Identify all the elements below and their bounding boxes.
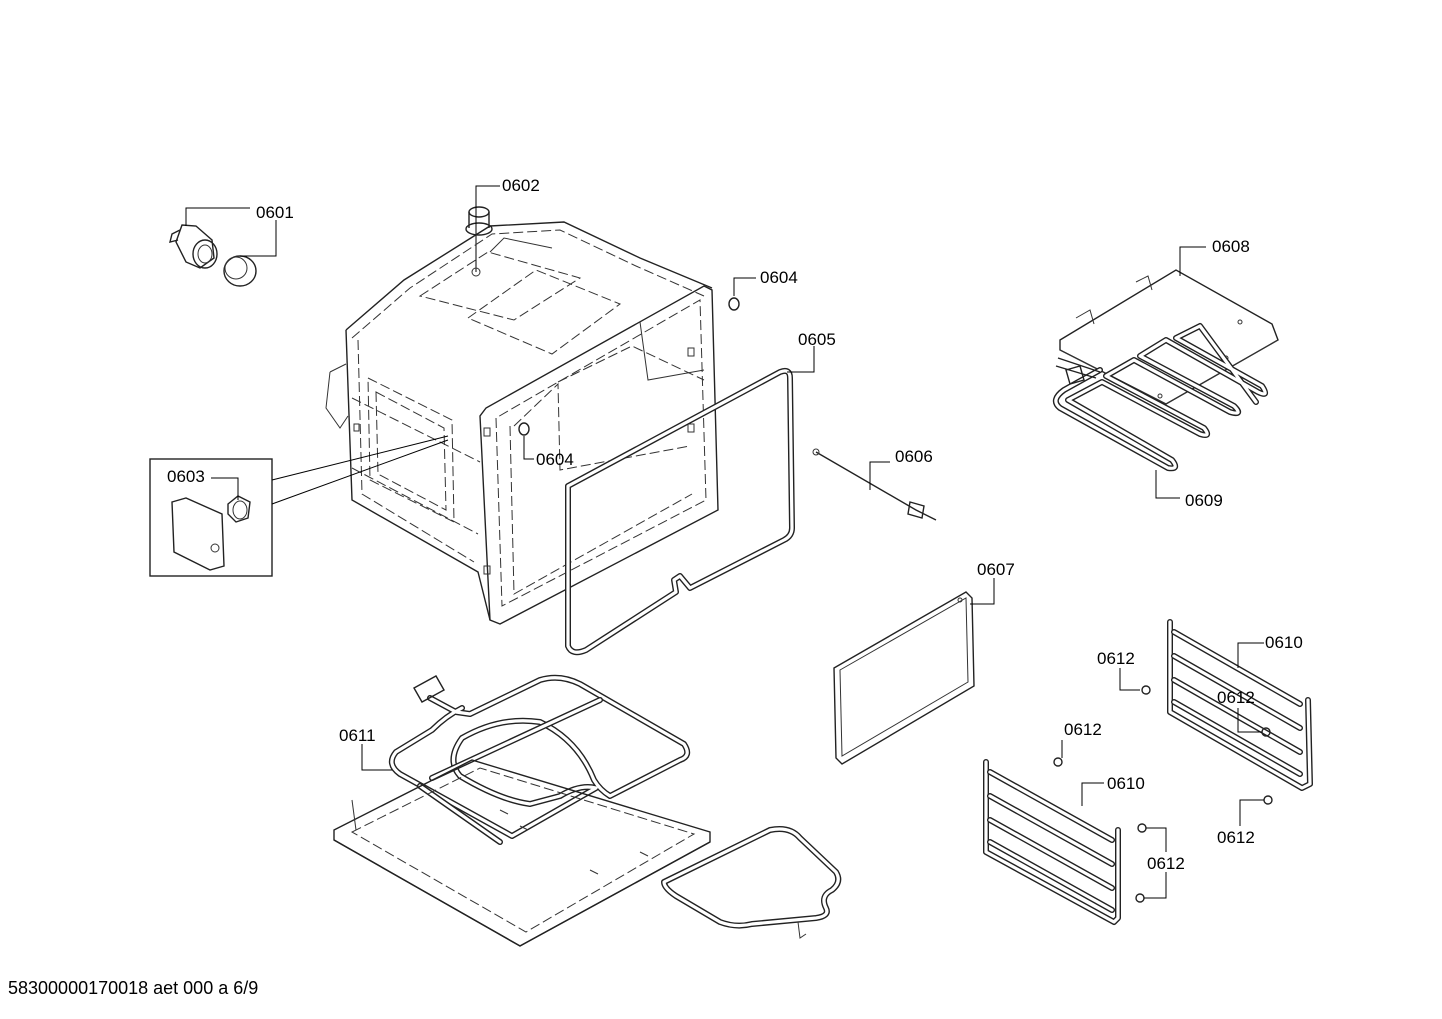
label-0604-front: 0604 — [536, 450, 574, 469]
bottom-plate — [333, 759, 711, 947]
label-0605: 0605 — [798, 330, 836, 349]
part-0610-shelf-support-right — [1167, 619, 1313, 791]
label-0608: 0608 — [1212, 237, 1250, 256]
oven-cavity — [325, 221, 719, 625]
footer-document-id: 58300000170018 aet 000 a 6/9 — [8, 978, 259, 998]
part-0606-sensor — [812, 448, 937, 521]
label-0612-d: 0612 — [1064, 720, 1102, 739]
part-0609-grill-element — [1052, 323, 1269, 472]
label-0611: 0611 — [339, 726, 376, 745]
label-0602: 0602 — [502, 176, 540, 195]
label-0601: 0601 — [256, 203, 294, 222]
label-0604-top: 0604 — [760, 268, 798, 287]
label-0603: 0603 — [167, 467, 205, 486]
label-0610-left: 0610 — [1107, 774, 1145, 793]
part-0604-screw-top — [728, 297, 740, 311]
label-0609: 0609 — [1185, 491, 1223, 510]
bottom-gasket — [661, 826, 842, 939]
part-0602-top-socket — [465, 206, 493, 236]
part-0605-door-gasket — [565, 367, 795, 656]
label-0606: 0606 — [895, 447, 933, 466]
label-0607: 0607 — [977, 560, 1015, 579]
part-0604-screw-front — [518, 422, 530, 436]
part-0608-heater-cover — [1059, 269, 1279, 405]
part-0610-shelf-support-left — [983, 759, 1121, 925]
part-0611-bottom-element — [388, 674, 691, 845]
part-0603-inset — [149, 435, 449, 577]
label-0612-a: 0612 — [1097, 649, 1135, 668]
label-0612-c: 0612 — [1217, 828, 1255, 847]
label-0612-e: 0612 — [1147, 854, 1185, 873]
part-0607-panel — [833, 591, 975, 765]
label-0612-b: 0612 — [1217, 688, 1255, 707]
label-0610-right: 0610 — [1265, 633, 1303, 652]
